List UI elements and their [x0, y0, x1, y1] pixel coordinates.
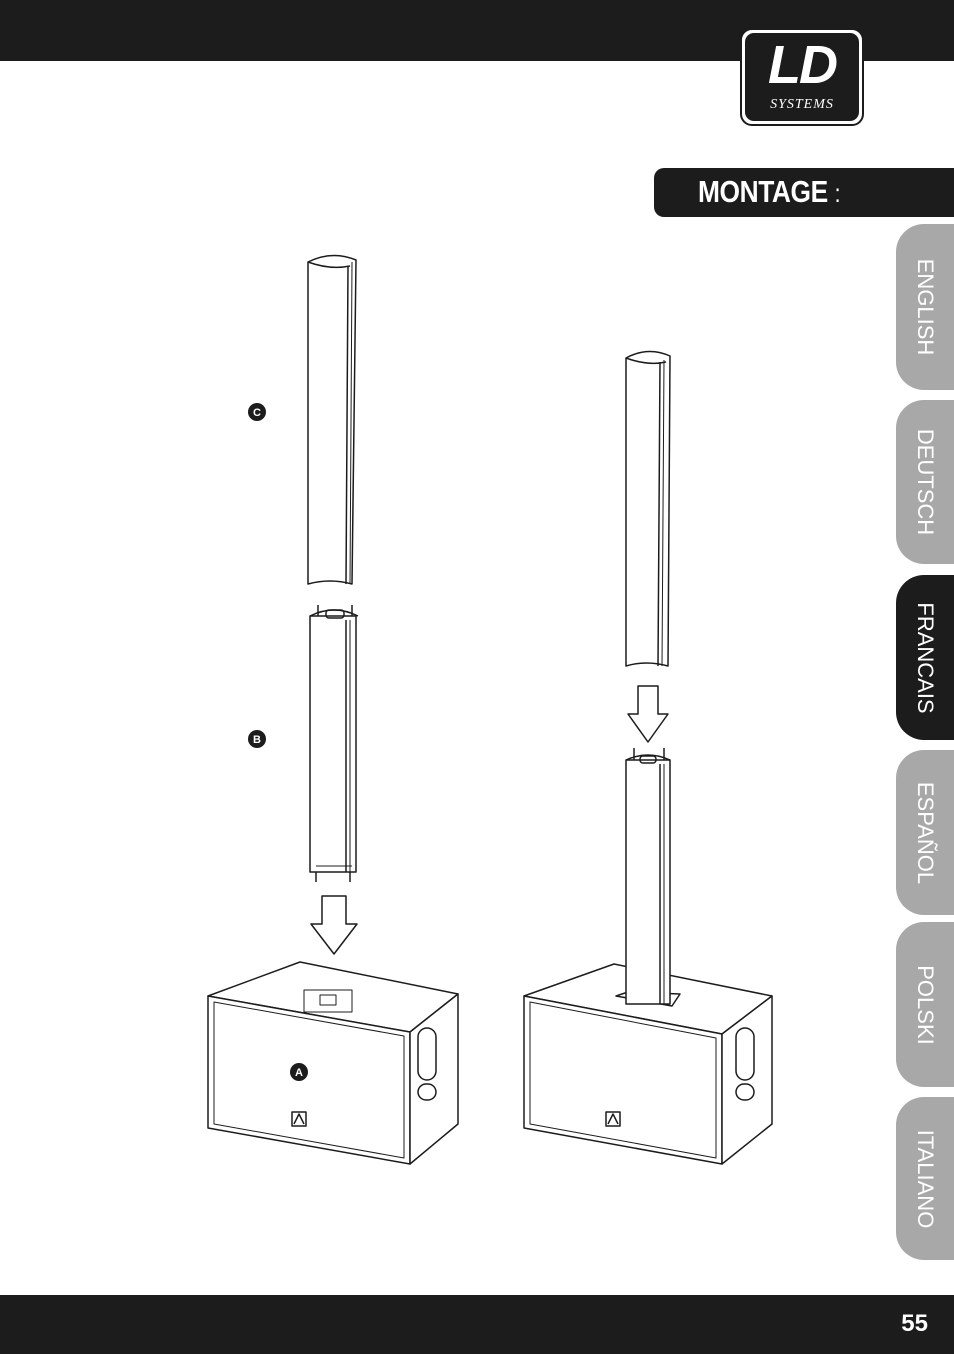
subwoofer-a: [207, 961, 459, 1165]
tab-italiano[interactable]: ITALIANO: [896, 1097, 954, 1260]
middle-column-right: [625, 748, 671, 1005]
bottom-bar: [0, 1295, 954, 1354]
logo-mark: LD: [768, 35, 838, 95]
tab-english[interactable]: ENGLISH: [896, 224, 954, 390]
section-title-text: MONTAGE: [698, 174, 828, 209]
section-title: MONTAGE:: [698, 174, 841, 211]
callout-b-label: B: [253, 734, 261, 746]
page-number: 55: [901, 1310, 928, 1337]
top-column-right: [625, 350, 671, 667]
callout-a: A: [290, 1063, 308, 1081]
ld-systems-logo: LD SYSTEMS: [740, 28, 864, 126]
middle-column-b: [309, 605, 359, 882]
arrow-down-left: [310, 895, 358, 955]
callout-b: B: [248, 730, 266, 748]
section-header: MONTAGE:: [654, 168, 954, 217]
top-column-c: [307, 254, 357, 585]
arrow-down-right: [627, 685, 669, 743]
section-colon: :: [834, 178, 841, 208]
tab-espanol[interactable]: ESPAÑOL: [896, 750, 954, 915]
logo-subtitle: SYSTEMS: [770, 97, 834, 112]
callout-a-label: A: [295, 1067, 303, 1079]
tab-polski[interactable]: POLSKI: [896, 922, 954, 1087]
subwoofer-assembled: [523, 963, 773, 1165]
tab-francais[interactable]: FRANCAIS: [896, 575, 954, 740]
callout-c-label: C: [253, 407, 261, 419]
tab-deutsch[interactable]: DEUTSCH: [896, 400, 954, 564]
callout-c: C: [248, 403, 266, 421]
